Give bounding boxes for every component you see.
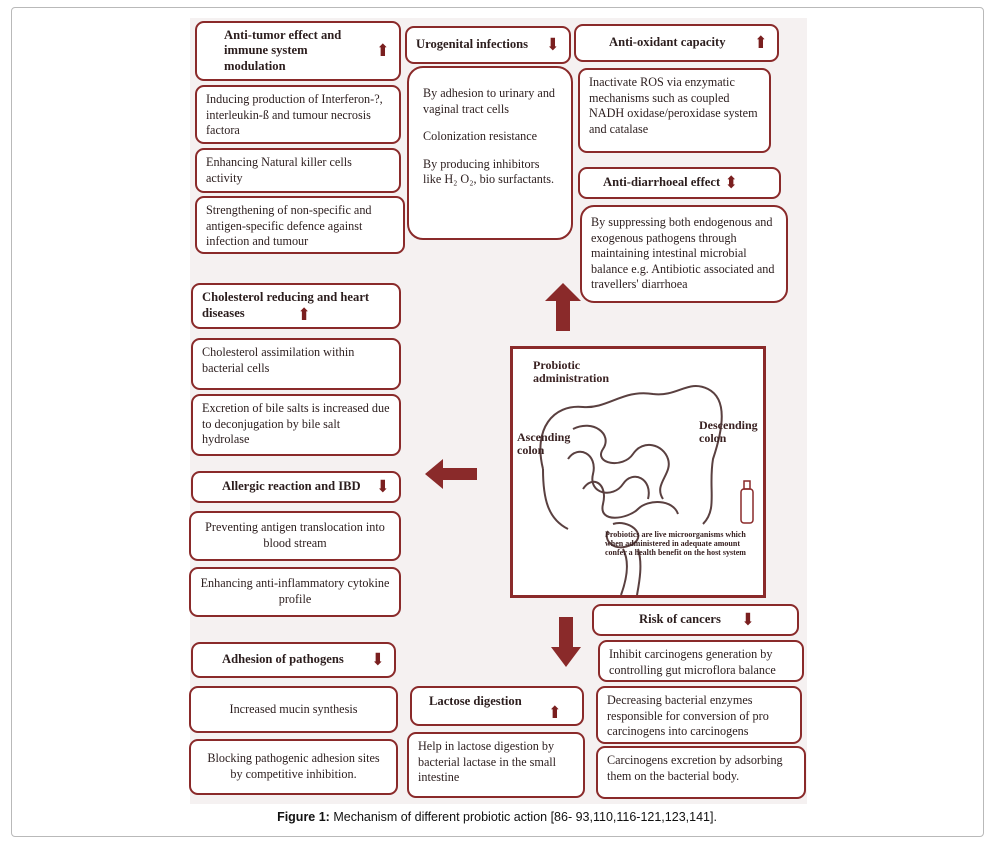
decrease-arrow-icon: ⬇ [375, 477, 390, 497]
adhesion-heading-box: Adhesion of pathogens ⬇ [191, 642, 396, 678]
lactose-item-1: Help in lactose digestion by bacterial l… [407, 732, 585, 798]
big-up-arrow [545, 283, 581, 331]
lactose-heading: Lactose digestion [429, 694, 522, 709]
antidiarrhoeal-heading: Anti-diarrhoeal effect [603, 175, 721, 190]
urogenital-item-2: Colonization resistance [423, 129, 538, 144]
increase-arrow-icon: ⬆ [375, 41, 390, 61]
antitumor-item-2: Enhancing Natural killer cells activity [195, 148, 401, 193]
antioxidant-heading-box: Anti-oxidant capacity ⬆ [574, 24, 779, 62]
descending-colon-label: Descending colon [699, 418, 758, 445]
allergic-item-2: Enhancing anti-inflammatory cytokine pro… [189, 567, 401, 617]
antitumor-heading: Anti-tumor effect and immune system modu… [224, 27, 342, 73]
cancer-item-3: Carcinogens excretion by adsorbing them … [596, 746, 806, 799]
urogenital-heading: Urogenital infections [416, 37, 529, 52]
urogenital-item-1: By adhesion to urinary and vaginal tract… [423, 86, 556, 116]
cholesterol-heading-box: Cholesterol reducing and heart diseases … [191, 283, 401, 329]
antitumor-item-3: Strengthening of non-specific and antige… [195, 196, 405, 254]
adhesion-item-1: Increased mucin synthesis [189, 686, 398, 733]
cancer-heading-box: Risk of cancers ⬇ [592, 604, 799, 636]
adhesion-heading: Adhesion of pathogens [222, 652, 344, 667]
decrease-arrow-icon: ⬇ [370, 650, 385, 670]
increase-arrow-icon: ⬆ [753, 33, 768, 53]
antitumor-item-1: Inducing production of Interferon-?, int… [195, 85, 401, 144]
cholesterol-item-2: Excretion of bile salts is increased due… [191, 394, 401, 456]
intestine-drawing [539, 384, 754, 595]
antidiarrhoeal-item-1: By suppressing both endogenous and exoge… [580, 205, 788, 303]
big-left-arrow [425, 459, 477, 489]
antitumor-heading-box: Anti-tumor effect and immune system modu… [195, 21, 401, 81]
big-down-arrow [551, 617, 581, 667]
allergic-heading: Allergic reaction and IBD [222, 479, 361, 494]
allergic-heading-box: Allergic reaction and IBD ⬇ [191, 471, 401, 503]
increase-arrow-icon: ⬆ [297, 305, 312, 324]
cancer-item-1: Inhibit carcinogens generation by contro… [598, 640, 804, 682]
figure-frame [11, 7, 984, 837]
decrease-arrow-icon: ⬇ [740, 610, 756, 630]
cholesterol-item-1: Cholesterol assimilation within bacteria… [191, 338, 401, 390]
illustration-title: Probiotic administration [533, 358, 610, 385]
adhesion-item-2: Blocking pathogenic adhesion sites by co… [189, 739, 398, 795]
urogenital-heading-box: Urogenital infections ⬇ [405, 26, 571, 64]
probiotic-illustration: Probiotic administration Ascending colon… [510, 346, 766, 598]
probiotic-definition-note: Probiotics are live microorganisms which… [605, 530, 746, 557]
lactose-heading-box: Lactose digestion ⬆ [410, 686, 584, 726]
urogenital-details: By adhesion to urinary and vaginal tract… [407, 66, 573, 240]
figure-label: Figure 1: [277, 810, 330, 824]
decrease-arrow-icon: ⬇ [545, 35, 560, 55]
antioxidant-heading: Anti-oxidant capacity [609, 35, 726, 50]
cholesterol-heading: Cholesterol reducing and heart diseases [202, 290, 370, 320]
ascending-colon-label: Ascending colon [517, 430, 571, 457]
figure-caption: Figure 1: Mechanism of different probiot… [0, 810, 994, 824]
antioxidant-item-1: Inactivate ROS via enzymatic mechanisms … [578, 68, 771, 153]
increase-arrow-icon: ⬆ [547, 703, 562, 723]
up-down-arrow-icon: ⬍ [724, 173, 739, 193]
figure-caption-text: Mechanism of different probiotic action … [329, 810, 717, 824]
antidiarrhoeal-heading-box: Anti-diarrhoeal effect ⬍ [578, 167, 781, 199]
cancer-heading: Risk of cancers [639, 612, 721, 627]
urogenital-item-3: By producing inhibitors like H₂ O₂, bio … [423, 156, 555, 187]
allergic-item-1: Preventing antigen translocation into bl… [189, 511, 401, 561]
cancer-item-2: Decreasing bacterial enzymes responsible… [596, 686, 802, 744]
